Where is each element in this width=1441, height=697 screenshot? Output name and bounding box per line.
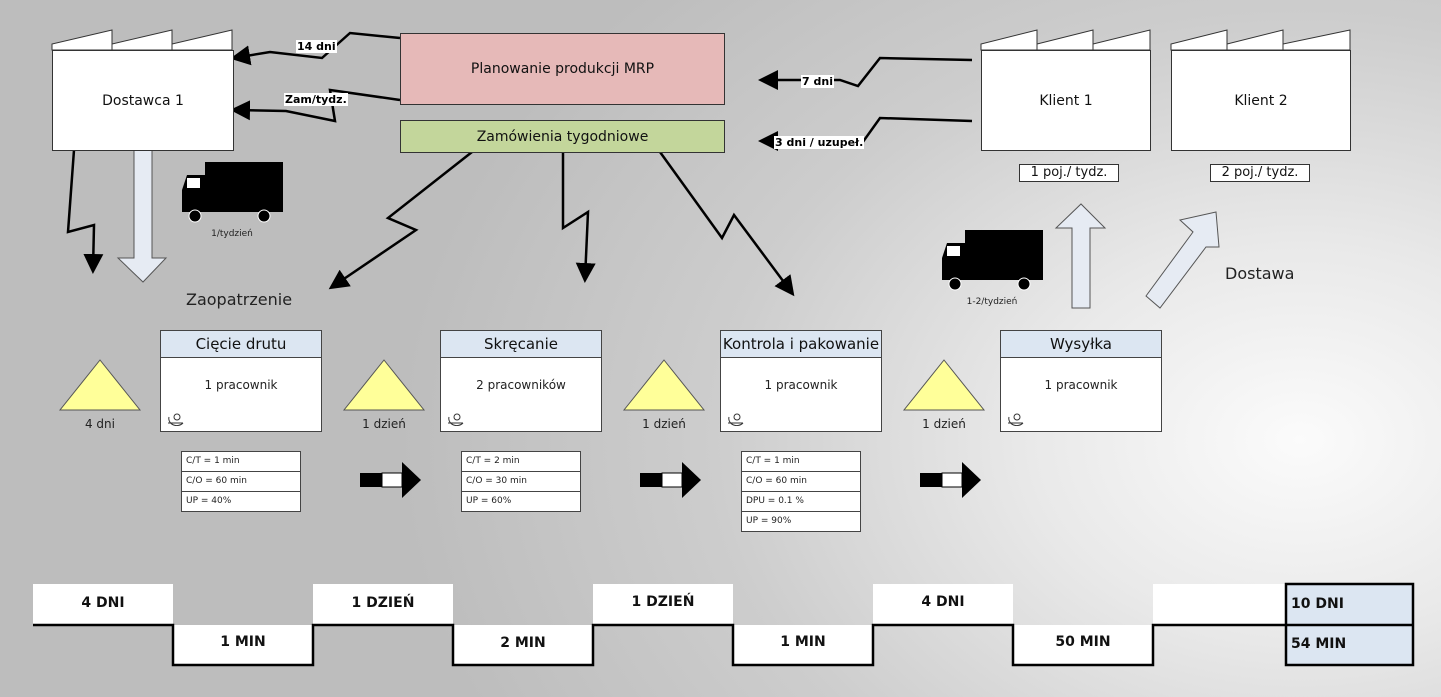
info-arrow-supplier-down: [66, 149, 104, 274]
data-box-uptime: UP = 40%: [186, 496, 232, 506]
timeline-wait-3: 1 DZIEŃ: [631, 594, 695, 610]
shipment-arrow-up: [1054, 203, 1107, 309]
data-box-cycle-time: C/T = 2 min: [462, 452, 580, 472]
shipment-arrow-diagonal: [1145, 211, 1220, 309]
info-flow-label-7-days: 7 dni: [801, 75, 834, 88]
inventory-label-1: 4 dni: [84, 417, 115, 431]
supplier-name: Dostawca 1: [102, 92, 184, 109]
operator-icon: [1008, 413, 1024, 426]
process-workers: 1 pracownik: [1044, 378, 1118, 392]
info-flow-label-weekly-orders: Zam/tydz.: [284, 93, 348, 106]
timeline-total-process-time: 54 MIN: [1291, 636, 1347, 652]
process-box-twisting: Skręcanie 2 pracowników: [440, 330, 602, 432]
timeline-wait-4: 4 DNI: [921, 594, 965, 610]
inventory-triangle-3: [622, 359, 706, 411]
info-arrow-mrp-to-supplier-1: [230, 31, 401, 66]
inventory-label-2: 1 dzień: [362, 417, 406, 431]
timeline-wait-2: 1 DZIEŃ: [351, 595, 415, 611]
info-arrow-mrp-to-supplier-2: [230, 88, 401, 123]
customer-1-name: Klient 1: [1039, 92, 1093, 109]
info-flow-label-14-days: 14 dni: [296, 40, 337, 53]
timeline-process-3: 1 MIN: [780, 634, 826, 650]
schedule-arrow-to-inspection: [658, 151, 795, 297]
schedule-arrow-to-supply: [328, 151, 473, 290]
data-box-uptime: UP = 60%: [466, 496, 512, 506]
mrp-planning-box: Planowanie produkcji MRP: [400, 33, 725, 105]
process-title: Cięcie drutu: [161, 331, 321, 358]
process-title: Kontrola i pakowanie: [721, 331, 881, 358]
operator-icon: [728, 413, 744, 426]
customer-2-name: Klient 2: [1234, 92, 1288, 109]
operator-icon: [168, 413, 184, 426]
process-title: Wysyłka: [1001, 331, 1161, 358]
data-box-inspection-packing: C/T = 1 min C/O = 60 min DPU = 0.1 % UP …: [741, 451, 861, 532]
process-workers: 2 pracowników: [476, 378, 566, 392]
delivery-label: Dostawa: [1225, 264, 1295, 283]
timeline-total-lead-time: 10 DNI: [1291, 596, 1344, 612]
data-box-changeover: C/O = 30 min: [462, 472, 580, 492]
outbound-truck-frequency: 1-2/tydzień: [966, 297, 1018, 307]
customer-1-factory-icon: [980, 29, 1151, 51]
timeline-process-1: 1 MIN: [220, 634, 266, 650]
push-arrow-2: [640, 462, 701, 498]
inventory-label-3: 1 dzień: [642, 417, 686, 431]
inbound-truck-icon: [182, 162, 283, 223]
timeline-process-2: 2 MIN: [500, 635, 546, 651]
info-flow-label-3-days: 3 dni / uzupeł.: [774, 136, 865, 149]
weekly-orders-box: Zamówienia tygodniowe: [400, 120, 725, 153]
process-title: Skręcanie: [441, 331, 601, 358]
data-box-changeover: C/O = 60 min: [182, 472, 300, 492]
data-box-wire-cutting: C/T = 1 min C/O = 60 min UP = 40%: [181, 451, 301, 512]
outbound-truck-icon: [942, 230, 1043, 291]
data-box-twisting: C/T = 2 min C/O = 30 min UP = 60%: [461, 451, 581, 512]
supplier-factory-icon: [51, 29, 233, 51]
push-arrow-1: [360, 462, 421, 498]
supply-label: Zaopatrzenie: [186, 290, 293, 309]
customer-1-demand: 1 poj./ tydz.: [1019, 164, 1119, 182]
customer-2-box: Klient 2: [1171, 50, 1351, 151]
process-box-shipping: Wysyłka 1 pracownik: [1000, 330, 1162, 432]
inventory-label-4: 1 dzień: [922, 417, 966, 431]
data-box-cycle-time: C/T = 1 min: [182, 452, 300, 472]
customer-2-factory-icon: [1170, 29, 1351, 51]
push-arrow-3: [920, 462, 981, 498]
process-box-inspection-packing: Kontrola i pakowanie 1 pracownik: [720, 330, 882, 432]
inventory-triangle-4: [902, 359, 986, 411]
inventory-triangle-1: [58, 359, 142, 411]
process-box-wire-cutting: Cięcie drutu 1 pracownik: [160, 330, 322, 432]
timeline-ladder: [33, 582, 1415, 667]
timeline-wait-1: 4 DNI: [81, 595, 125, 611]
process-workers: 1 pracownik: [204, 378, 278, 392]
supplier-box: Dostawca 1: [52, 50, 234, 151]
inventory-triangle-2: [342, 359, 426, 411]
data-box-dpu: DPU = 0.1 %: [742, 492, 860, 512]
customer-1-box: Klient 1: [981, 50, 1151, 151]
timeline-process-4: 50 MIN: [1055, 634, 1111, 650]
inbound-truck-frequency: 1/tydzień: [211, 229, 253, 239]
data-box-cycle-time: C/T = 1 min: [742, 452, 860, 472]
operator-icon: [448, 413, 464, 426]
material-arrow-supplier-down: [116, 149, 168, 283]
customer-2-demand: 2 poj./ tydz.: [1210, 164, 1310, 182]
weekly-orders-label: Zamówienia tygodniowe: [476, 128, 649, 145]
info-arrow-customers-to-mrp-1: [758, 56, 973, 90]
data-box-changeover: C/O = 60 min: [742, 472, 860, 492]
process-workers: 1 pracownik: [764, 378, 838, 392]
mrp-planning-label: Planowanie produkcji MRP: [470, 61, 655, 77]
schedule-arrow-to-twisting: [561, 152, 596, 283]
data-box-uptime: UP = 90%: [746, 516, 792, 526]
